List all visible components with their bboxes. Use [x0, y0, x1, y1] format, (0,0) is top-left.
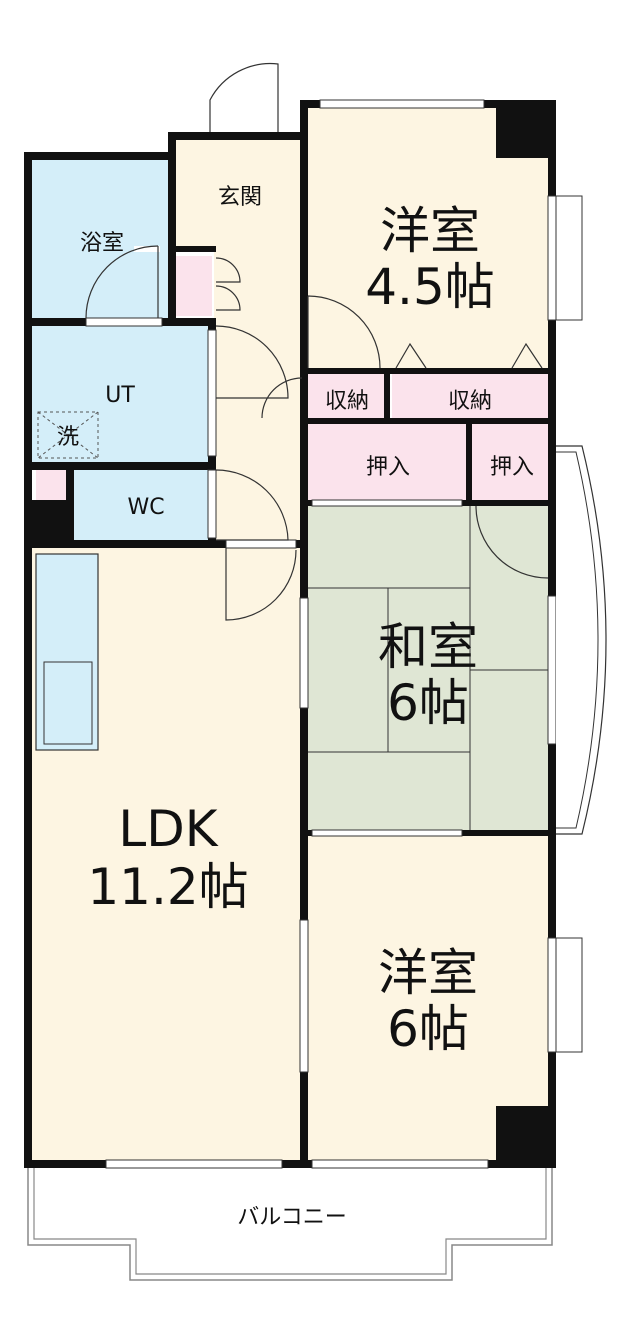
storage-right-floor [392, 374, 550, 420]
room-label-western-upper-name: 洋室 [380, 202, 480, 260]
tatami-lines [306, 506, 550, 834]
closet-left-floor [306, 424, 468, 502]
room-label-western-upper-size: 4.5帖 [365, 258, 495, 316]
kitchen-counter [35, 553, 99, 751]
bath-floor [32, 160, 168, 320]
room-label-japanese-name: 和室 [378, 618, 478, 676]
door-swings [85, 62, 549, 621]
room-label-bath: 浴室 [80, 231, 124, 256]
washer-icon [37, 411, 99, 459]
room-label-utility: UT [105, 383, 135, 408]
room-label-closet-right: 押入 [490, 455, 534, 480]
toilet-floor [72, 470, 210, 540]
room-label-western-lower-size: 6帖 [387, 1000, 469, 1058]
room-label-japanese-size: 6帖 [387, 674, 469, 732]
bay-window [556, 445, 607, 835]
room-label-balcony: バルコニー [237, 1205, 347, 1230]
room-label-toilet: WC [127, 495, 164, 520]
small-storage-floor [36, 470, 66, 502]
closet-right-floor [472, 424, 550, 502]
windows [85, 99, 583, 1169]
room-label-storage-right: 収納 [448, 389, 492, 414]
shoe-box-floor [176, 256, 212, 316]
balcony-area [27, 1165, 553, 1281]
room-label-ldk-size: 11.2帖 [87, 858, 248, 916]
hallway-floor [214, 250, 304, 548]
room-label-western-lower-name: 洋室 [378, 944, 478, 1002]
room-label-washer: 洗 [57, 425, 79, 450]
room-label-ldk-name: LDK [118, 800, 218, 858]
western-lower-floor [306, 834, 550, 1160]
entrance-floor [174, 140, 304, 250]
room-label-closet-left: 押入 [366, 455, 410, 480]
room-label-entrance: 玄関 [218, 185, 262, 210]
storage-left-floor [306, 374, 388, 420]
room-label-storage-left: 収納 [325, 389, 369, 414]
